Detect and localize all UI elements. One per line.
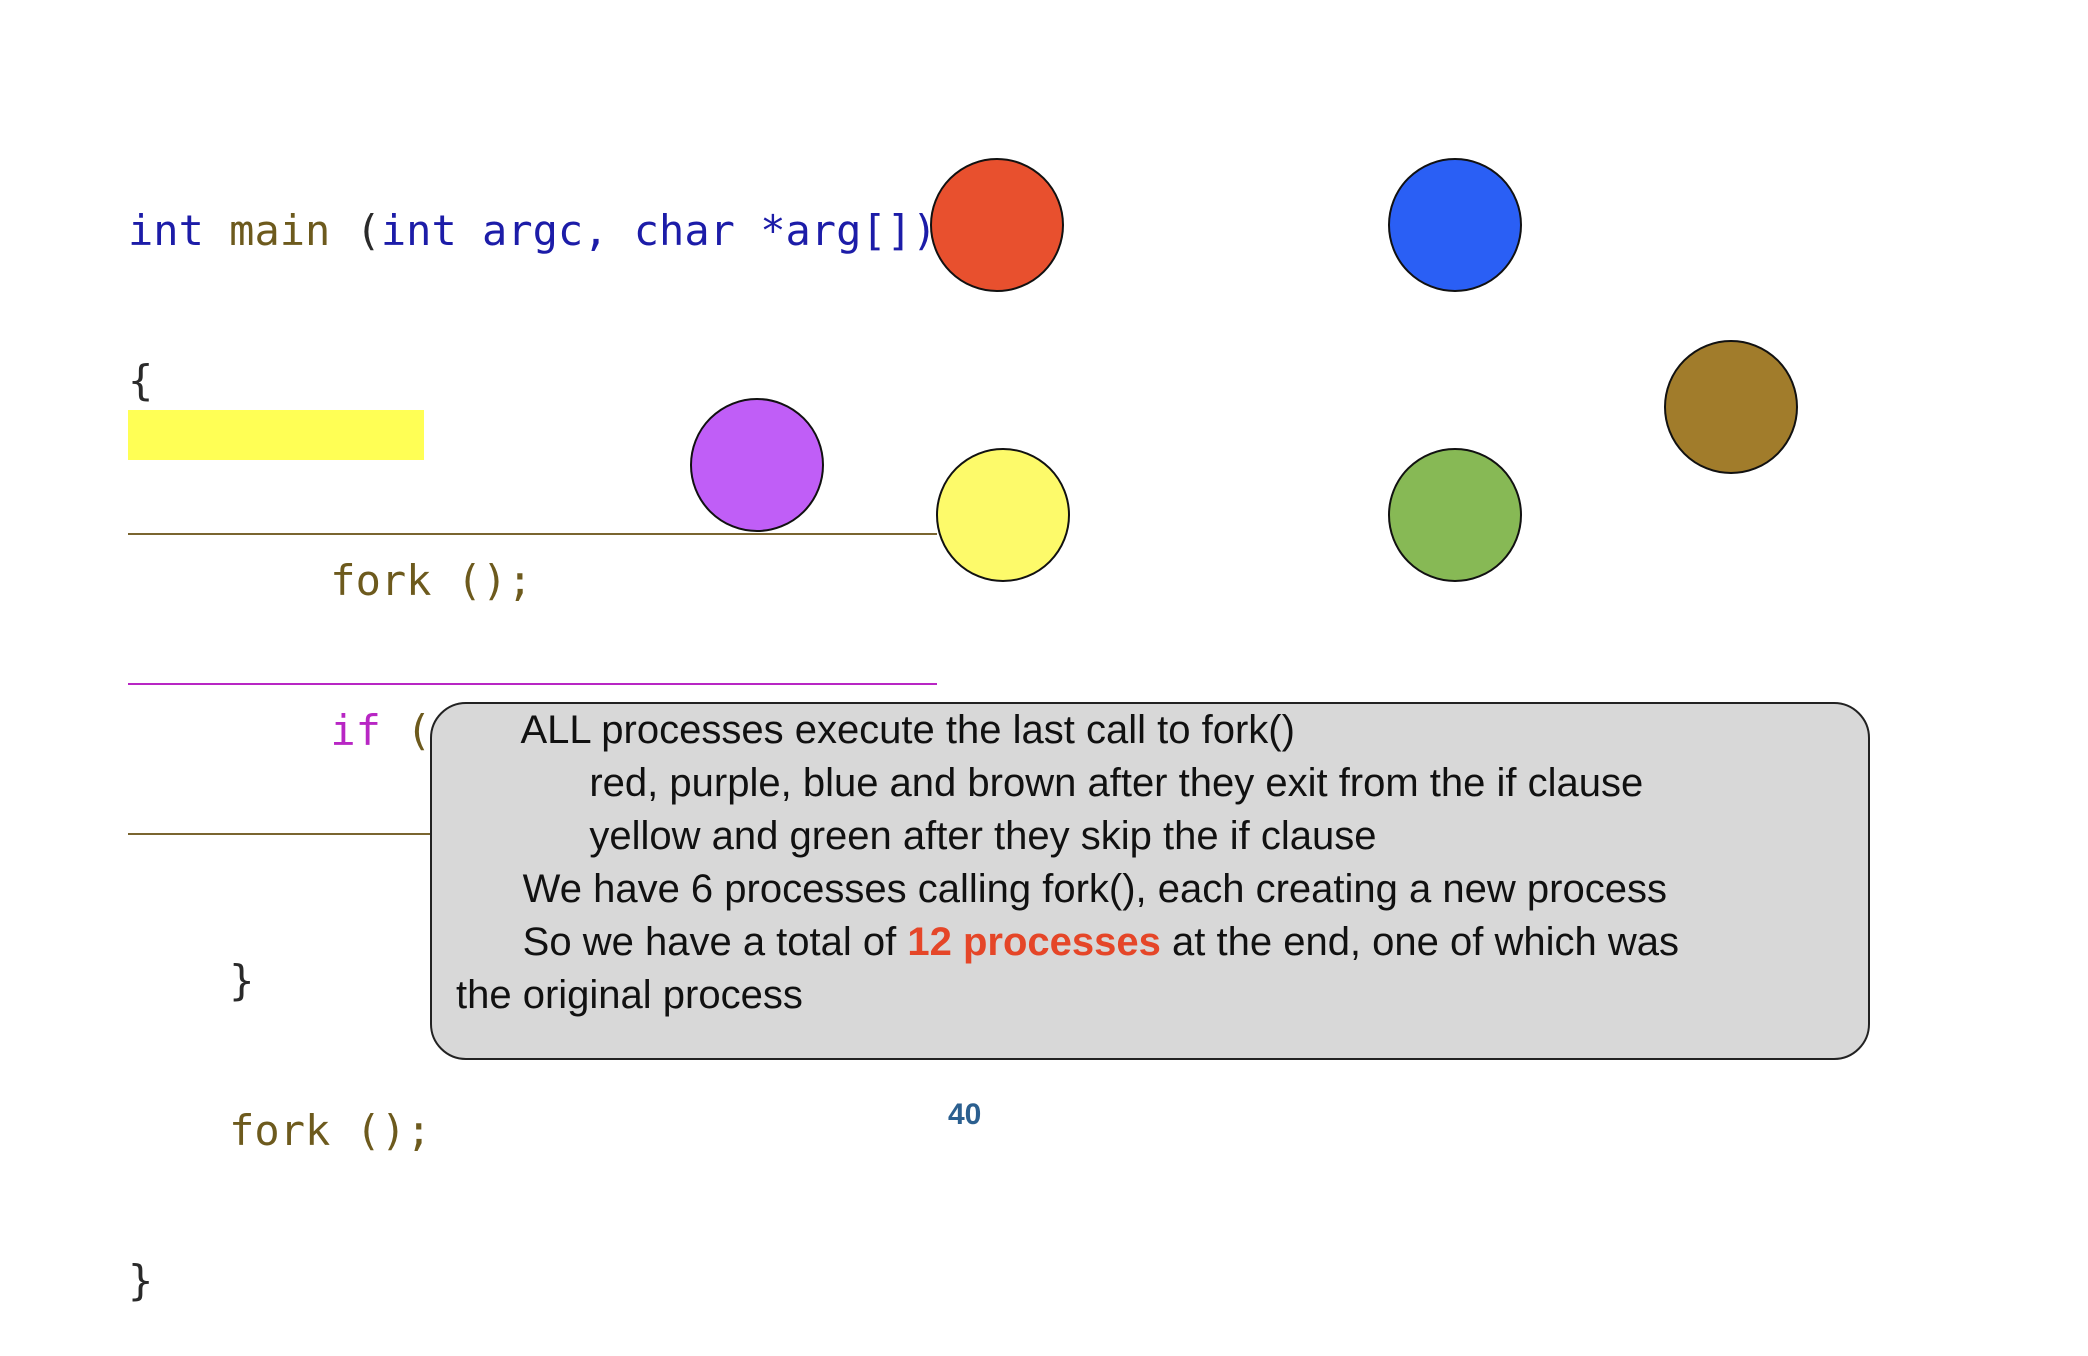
keyword-int-param: int xyxy=(380,206,457,255)
explanation-line-5-pre: So we have a total of xyxy=(456,920,908,964)
paren-open: ( xyxy=(330,206,381,255)
process-circle-purple xyxy=(690,398,824,532)
explanation-line-4: We have 6 processes calling fork(), each… xyxy=(456,867,1667,911)
process-count-emphasis: 12 processes xyxy=(907,920,1161,964)
code-line-3-struck: fork (); xyxy=(128,506,938,605)
explanation-line-6: the original process xyxy=(456,973,803,1017)
code-line-2: { xyxy=(128,356,154,405)
param-argc: argc, xyxy=(456,206,634,255)
code-line-6: } xyxy=(128,956,255,1005)
code-line-4-struck: if (fork ()) { xyxy=(128,656,938,755)
process-circle-blue xyxy=(1388,158,1522,292)
page-number: 40 xyxy=(948,1098,982,1131)
keyword-char: char xyxy=(633,206,735,255)
last-fork-highlight xyxy=(128,410,424,460)
explanation-line-2: red, purple, blue and brown after they e… xyxy=(456,761,1644,805)
code-line-3-text: fork (); xyxy=(229,556,533,605)
strikethrough-line xyxy=(128,533,938,535)
explanation-text: ALL processes execute the last call to f… xyxy=(456,704,1679,1022)
explanation-line-5-post: at the end, one of which was xyxy=(1160,920,1679,964)
keyword-if: if xyxy=(330,706,381,755)
process-circle-yellow xyxy=(936,448,1070,582)
process-circle-brown xyxy=(1664,340,1798,474)
code-line-8: } xyxy=(128,1256,154,1305)
strikethrough-line xyxy=(128,683,938,685)
explanation-box: ALL processes execute the last call to f… xyxy=(430,702,1870,1060)
param-argv: *arg[]) xyxy=(734,206,938,255)
explanation-line-1: ALL processes execute the last call to f… xyxy=(456,708,1295,752)
indent xyxy=(229,706,330,755)
keyword-int: int xyxy=(128,206,204,255)
process-circle-green xyxy=(1388,448,1522,582)
explanation-line-3: yellow and green after they skip the if … xyxy=(456,814,1377,858)
process-circle-red xyxy=(930,158,1064,292)
code-line-7-highlighted: fork (); xyxy=(128,1106,432,1155)
function-main: main xyxy=(229,206,331,255)
code-line-1: int main (int argc, char *arg[]) xyxy=(128,206,937,256)
